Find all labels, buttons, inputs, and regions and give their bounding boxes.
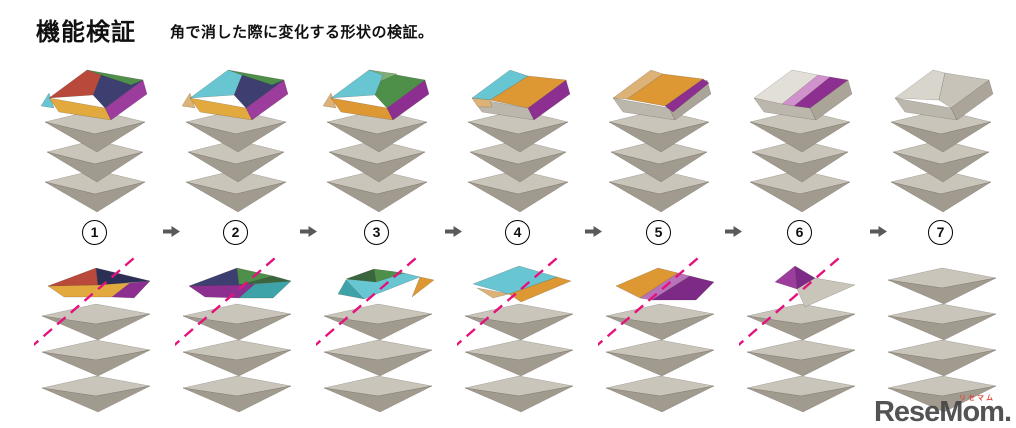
tower-body	[44, 109, 145, 213]
step-number-1: 1	[82, 219, 107, 245]
colored-layers	[472, 265, 571, 303]
origami-cut-step-6-figure	[738, 257, 855, 413]
cut-line	[456, 257, 558, 347]
arrow-right-icon	[163, 225, 180, 243]
top-cell-7	[870, 60, 1011, 218]
bottom-cell-3	[306, 252, 447, 426]
arrow-right-icon	[445, 225, 462, 243]
cut-line	[597, 257, 699, 347]
top-cell-6	[729, 60, 870, 218]
bottom-cell-2	[165, 252, 306, 426]
bottom-row	[24, 252, 1011, 426]
bottom-cell-7	[870, 252, 1011, 426]
origami-tower-step-3-figure	[322, 69, 429, 213]
colored-cap	[322, 69, 429, 121]
page-subtitle: 角で消した際に変化する形状の検証。	[170, 24, 434, 41]
origami-tower-step-1-figure	[40, 69, 147, 213]
origami-cut-step-7-figure	[887, 267, 996, 413]
colored-layers	[188, 267, 291, 299]
origami-tower-step-6-figure	[749, 69, 852, 213]
colored-cap	[40, 69, 147, 121]
step-number-2: 2	[223, 219, 248, 245]
colored-cap	[181, 69, 288, 121]
page-title: 機能検証	[36, 19, 136, 46]
cut-line	[738, 257, 840, 347]
colored-cap	[471, 69, 570, 121]
top-cell-5	[588, 60, 729, 218]
resemom-logo-ruby: リセマム	[959, 395, 995, 402]
gray-top-layer	[887, 267, 996, 305]
origami-tower-step-4-figure	[467, 69, 570, 213]
origami-cut-step-2-figure	[174, 257, 291, 413]
resemom-logo-text: ReseMom.	[873, 396, 1012, 428]
bottom-cell-4	[447, 252, 588, 426]
arrow-right-icon	[870, 225, 887, 243]
cut-line	[174, 257, 276, 347]
origami-tower-step-2-figure	[181, 69, 288, 213]
step-number-3: 3	[364, 219, 389, 245]
colored-layers	[47, 267, 150, 299]
bottom-cell-6	[729, 252, 870, 426]
top-cell-2	[165, 60, 306, 218]
arrow-right-icon	[585, 225, 602, 243]
colored-cap	[753, 69, 852, 121]
origami-tower-step-5-figure	[608, 69, 711, 213]
bottom-cell-5	[588, 252, 729, 426]
origami-cut-step-5-figure	[597, 257, 714, 413]
colored-layers	[615, 267, 714, 301]
top-cell-4	[447, 60, 588, 218]
step-number-6: 6	[787, 219, 812, 245]
resemom-logo: リセマム ReseMom.	[873, 395, 1012, 428]
colored-layers	[774, 265, 855, 308]
flat-body	[41, 303, 150, 413]
origami-cut-step-4-figure	[456, 257, 573, 413]
origami-cut-step-1-figure	[33, 257, 150, 413]
origami-tower-step-7-figure	[890, 69, 993, 213]
top-cell-3	[306, 60, 447, 218]
arrow-right-icon	[725, 225, 742, 243]
cut-line	[33, 257, 135, 347]
colored-cap	[612, 69, 711, 121]
top-row	[24, 60, 1011, 218]
arrow-right-icon	[300, 225, 317, 243]
step-number-row: 1 2 3 4 5 6 7	[24, 219, 1011, 245]
step-number-4: 4	[505, 219, 530, 245]
top-cell-1	[24, 60, 165, 218]
gray-cap	[894, 69, 993, 121]
cut-line	[315, 257, 417, 347]
step-number-7: 7	[928, 219, 953, 245]
origami-cut-step-3-figure	[315, 257, 434, 413]
step-number-5: 5	[646, 219, 671, 245]
bottom-cell-1	[24, 252, 165, 426]
